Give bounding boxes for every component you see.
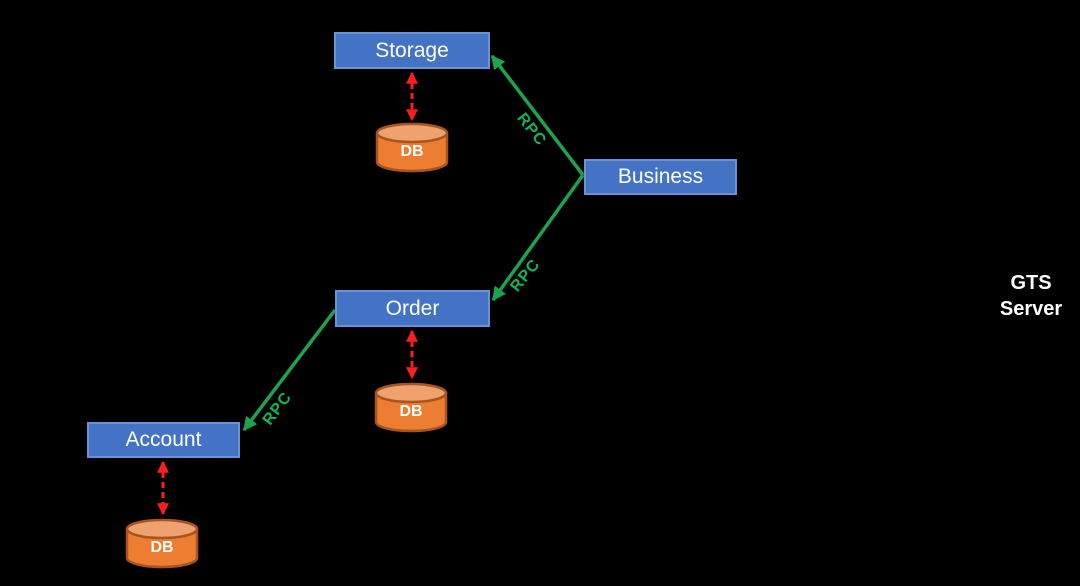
service-label-storage: Storage [375,38,449,62]
db-label-account: DB [150,539,174,556]
database-cylinder-icon [125,518,199,569]
service-label-order: Order [385,296,440,320]
database-node-storage: DB [374,122,450,174]
database-node-order: DB [373,382,449,434]
service-label-business: Business [617,165,704,188]
service-node-storage: Storage [334,32,490,69]
service-node-order: Order [335,290,490,327]
gts-server-line1: GTS [1010,272,1052,294]
database-cylinder-icon [375,122,449,173]
rpc-arrow-business-order [491,173,585,302]
db-label-order: DB [399,403,423,420]
rpc-arrow-order-account [242,308,337,432]
database-cylinder-icon [374,382,448,433]
gts-server-annotation: GTS Server [984,270,1078,322]
db-label-storage: DB [400,143,424,160]
database-node-account: DB [124,518,200,570]
service-label-account: Account [125,428,202,451]
service-node-account: Account [87,422,240,458]
service-node-business: Business [584,159,737,195]
gts-server-line2: Server [999,298,1063,320]
rpc-arrow-business-storage [490,54,585,177]
